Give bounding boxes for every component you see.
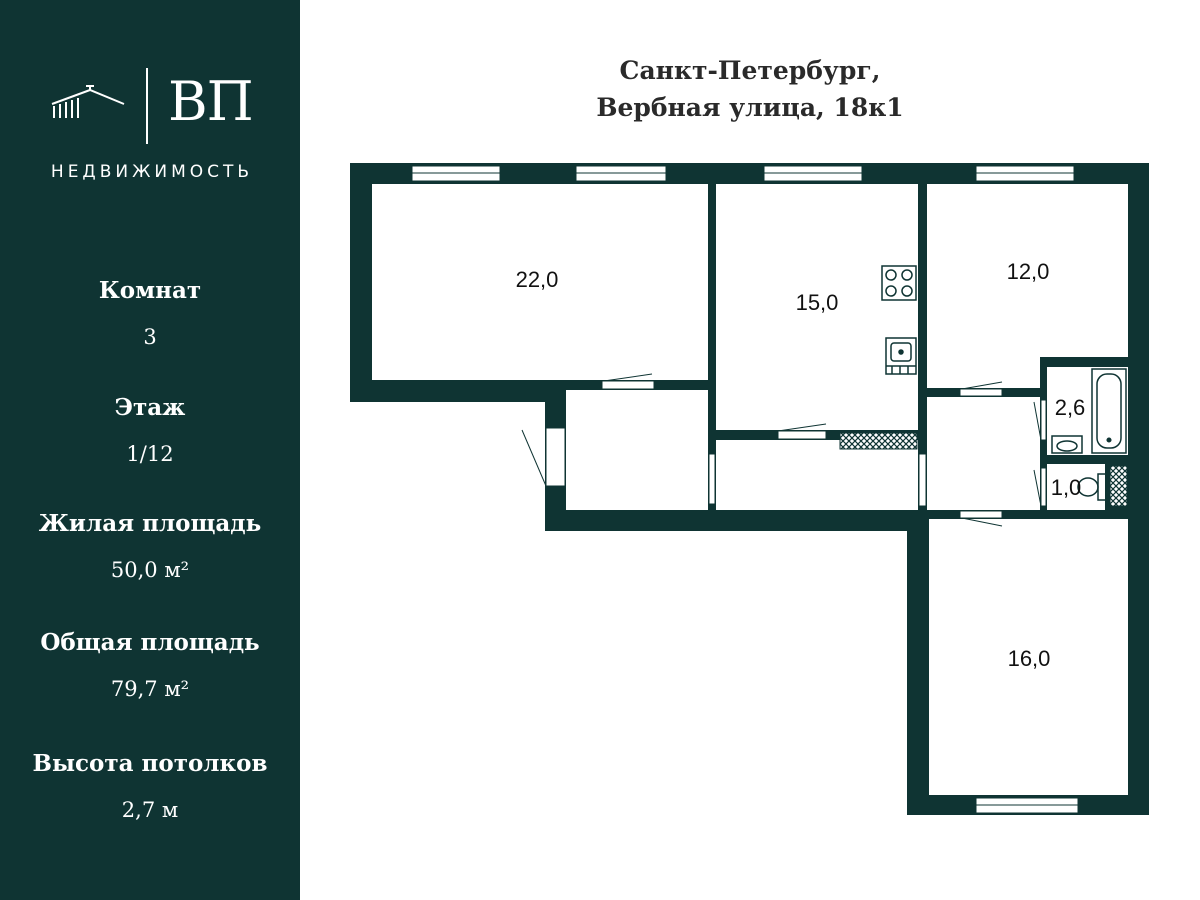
info-sidebar: ВП НЕДВИЖИМОСТЬ Комнат 3 Этаж 1/12 Жилая…: [0, 0, 300, 900]
logo-text: ВП: [168, 70, 254, 133]
stat-rooms: Комнат 3: [0, 276, 300, 352]
stat-label: Высота потолков: [32, 750, 268, 777]
door-swings: [521, 373, 1042, 527]
stat-label: Комнат: [98, 277, 202, 304]
stat-ceiling-height: Высота потолков 2,7 м: [0, 749, 300, 825]
bathtub-icon: [1091, 368, 1127, 454]
stat-value: 50,0 м²: [110, 558, 190, 582]
brand-subtitle: НЕДВИЖИМОСТЬ: [50, 162, 254, 182]
room-area-bedroom-1: 12,0: [1007, 259, 1050, 284]
stat-living-area: Жилая площадь 50,0 м²: [0, 509, 300, 585]
washbasin-icon: [1051, 435, 1083, 454]
sink-icon: [885, 337, 917, 375]
room-area-kitchen: 15,0: [796, 290, 839, 315]
door-openings: [545, 380, 1047, 519]
room-area-bedroom-2: 16,0: [1008, 646, 1051, 671]
stove-icon: [881, 265, 917, 301]
room-area-living: 22,0: [516, 267, 559, 292]
toilet-icon: [1077, 473, 1107, 501]
stat-value: 2,7 м: [121, 798, 179, 822]
address-street: Вербная улица, 18к1: [596, 93, 904, 122]
stat-value: 1/12: [126, 442, 174, 466]
stat-label: Этаж: [114, 394, 186, 421]
stat-total-area: Общая площадь 79,7 м²: [0, 628, 300, 704]
address-city: Санкт-Петербург,: [619, 56, 881, 85]
stat-label: Жилая площадь: [38, 510, 262, 537]
house-icon: [51, 85, 125, 118]
vent-shaft-toilet: [1109, 465, 1128, 507]
vent-shaft-kitchen: [839, 432, 918, 450]
stat-label: Общая площадь: [40, 629, 260, 656]
brand-logo: ВП: [44, 66, 264, 156]
stat-value: 3: [143, 325, 157, 349]
address-title: Санкт-Петербург, Вербная улица, 18к1: [480, 52, 1020, 126]
room-area-bathroom: 2,6: [1055, 395, 1086, 420]
room-area-toilet: 1,0: [1051, 475, 1082, 500]
stat-value: 79,7 м²: [110, 677, 190, 701]
stat-floor: Этаж 1/12: [0, 393, 300, 469]
windows: [411, 165, 1079, 814]
logo-divider: [146, 68, 148, 144]
